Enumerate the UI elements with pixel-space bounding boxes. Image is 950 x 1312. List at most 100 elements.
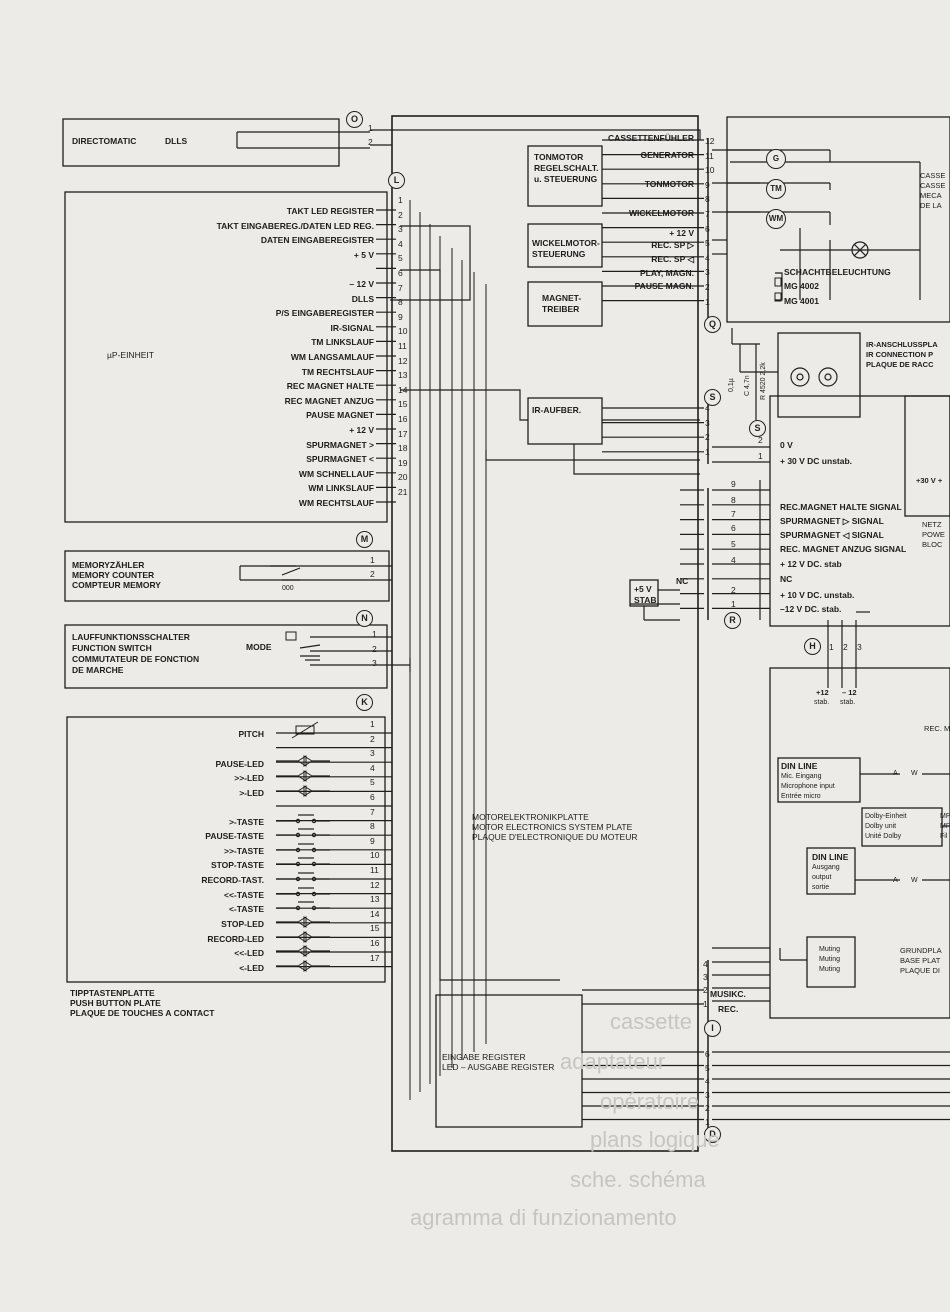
wire-circle-230 — [295, 818, 301, 824]
r-pin-1: 1 — [731, 599, 736, 609]
din-output-en: output — [812, 874, 832, 881]
base-plate-en: BASE PLAT — [900, 956, 941, 965]
wire-circle-255 — [295, 891, 301, 897]
mfi-line3: Fil — [940, 833, 948, 840]
l-pin-16: 16 — [398, 414, 408, 424]
r-pin-5: 5 — [731, 539, 736, 549]
wire-path-221 — [297, 945, 307, 957]
i-pin-3: 3 — [703, 972, 708, 982]
push-button-item-11: <<-TASTE — [224, 890, 264, 900]
mp-signal-4: + 5 V — [353, 249, 374, 260]
cap2-label: C 4,7n — [744, 375, 751, 396]
wire-path-28 — [392, 129, 701, 140]
wire-rect-16 — [904, 395, 950, 517]
wire-rect-122 — [774, 292, 782, 302]
mg4001-label: MG 4001 — [784, 296, 819, 306]
wire-rect-2 — [64, 191, 388, 523]
l-pin-3: 3 — [398, 224, 403, 235]
wire-rect-264 — [295, 725, 315, 735]
q-signal-4: REC. SP ◁ — [651, 254, 694, 264]
k-pin-11: 11 — [370, 865, 379, 875]
wire-path-201 — [297, 755, 307, 767]
wire-path-206 — [303, 770, 313, 782]
push-button-item-10: RECORD-TAST. — [201, 875, 264, 885]
r-pin-8: 8 — [731, 495, 736, 505]
wire-path-85 — [485, 450, 700, 461]
wire-path-198 — [299, 644, 321, 649]
l-pin-15: 15 — [398, 399, 408, 410]
q-pin-1: 1 — [705, 296, 710, 307]
stab5v-line2: STAB — [634, 595, 657, 605]
wire-circle-126 — [824, 373, 832, 381]
ab-a1: A — [893, 770, 898, 777]
wire-circle-245 — [295, 861, 301, 867]
o-pin-2: 2 — [368, 137, 373, 147]
mp-signal-2: TAKT EINGABEREG./DATEN LED REG. — [216, 220, 374, 231]
r-signal-7: + 10 V DC. unstab. — [780, 590, 855, 600]
wire-rect-0 — [391, 115, 699, 1152]
wire-path-84 — [400, 389, 528, 421]
power-30v-label: +30 V + — [916, 476, 943, 485]
push-button-item-14: RECORD-LED — [207, 934, 264, 944]
mp-signal-1: TAKT LED REGISTER — [286, 206, 374, 216]
wire-path-83 — [400, 269, 560, 981]
wire-path-209 — [297, 785, 307, 797]
push-button-item-8: >>-TASTE — [224, 846, 264, 856]
musikc-label: MUSIKC. — [710, 989, 746, 999]
connector-k: K — [356, 694, 373, 711]
q-signal-6: + 12 V — [669, 228, 694, 238]
wire-circle-251 — [311, 876, 317, 882]
l-pin-5: 5 — [398, 253, 403, 264]
ab-w1: W — [911, 770, 918, 777]
r-pin-9: 9 — [731, 479, 736, 489]
dolby-en: Dolby unit — [865, 823, 897, 830]
wire-circle-261 — [311, 905, 317, 911]
connector-o: O — [346, 111, 363, 128]
bleed-text-6: agramma di funzionamento — [410, 1205, 677, 1230]
memory-label-de: MEMORYZÄHLER — [72, 560, 145, 570]
k-pin-3: 3 — [370, 748, 375, 759]
wire-path-265 — [291, 721, 319, 739]
connector-s-left: S — [704, 389, 721, 406]
s-pin-4: 4 — [705, 403, 710, 413]
connector-l: L — [388, 172, 405, 189]
d-pin-5: 5 — [705, 1062, 710, 1073]
wire-circle-235 — [295, 832, 301, 838]
mp-signal-3: DATEN EINGABEREGISTER — [260, 235, 374, 246]
r-signal-4: REC. MAGNET ANZUG SIGNAL — [780, 544, 907, 554]
l-pin-2: 2 — [398, 209, 403, 220]
cassette-label-3: MECA — [920, 191, 942, 200]
generator-symbol: G — [766, 149, 786, 169]
k-pin-13: 13 — [370, 894, 380, 905]
q-pin-3: 3 — [705, 267, 710, 278]
wire-rect-18 — [861, 807, 943, 847]
k-pin-6: 6 — [370, 792, 375, 802]
s2-pin-1: 1 — [758, 451, 763, 461]
r-pin-7: 7 — [731, 509, 736, 519]
wire-rect-197 — [285, 631, 297, 641]
muting-2: Muting — [819, 956, 841, 963]
base-plate-fr: PLAQUE DI — [900, 966, 941, 975]
wire-path-196 — [281, 567, 301, 576]
memory-counter-value: 000 — [282, 585, 294, 592]
wire-rect-1 — [62, 118, 340, 167]
dlls-label: DLLS — [165, 136, 188, 146]
eingabe-register-label: EINGABE REGISTER — [442, 1052, 526, 1062]
q-signal-12: CASSETTENFÜHLER — [608, 133, 694, 143]
wire-rect-15 — [769, 667, 950, 1019]
mp-signal-19: WM SCHNELLAUF — [298, 468, 374, 479]
wire-path-214 — [303, 916, 313, 928]
wire-path-213 — [297, 916, 307, 928]
ab-a2: A — [893, 877, 898, 884]
r-pin-2: 2 — [731, 585, 736, 595]
k-pin-12: 12 — [370, 879, 380, 890]
bleed-text-1: cassette — [610, 1009, 692, 1034]
push-button-caption-en: PUSH BUTTON PLATE — [70, 998, 161, 1008]
n-pin-1: 1 — [372, 629, 377, 639]
q-pin-9: 9 — [705, 179, 710, 190]
q-signal-2: PAUSE MAGN. — [634, 281, 694, 291]
rec-label: REC. M — [924, 724, 950, 733]
wire-path-217 — [297, 931, 307, 943]
push-button-item-4: >-LED — [239, 788, 264, 798]
